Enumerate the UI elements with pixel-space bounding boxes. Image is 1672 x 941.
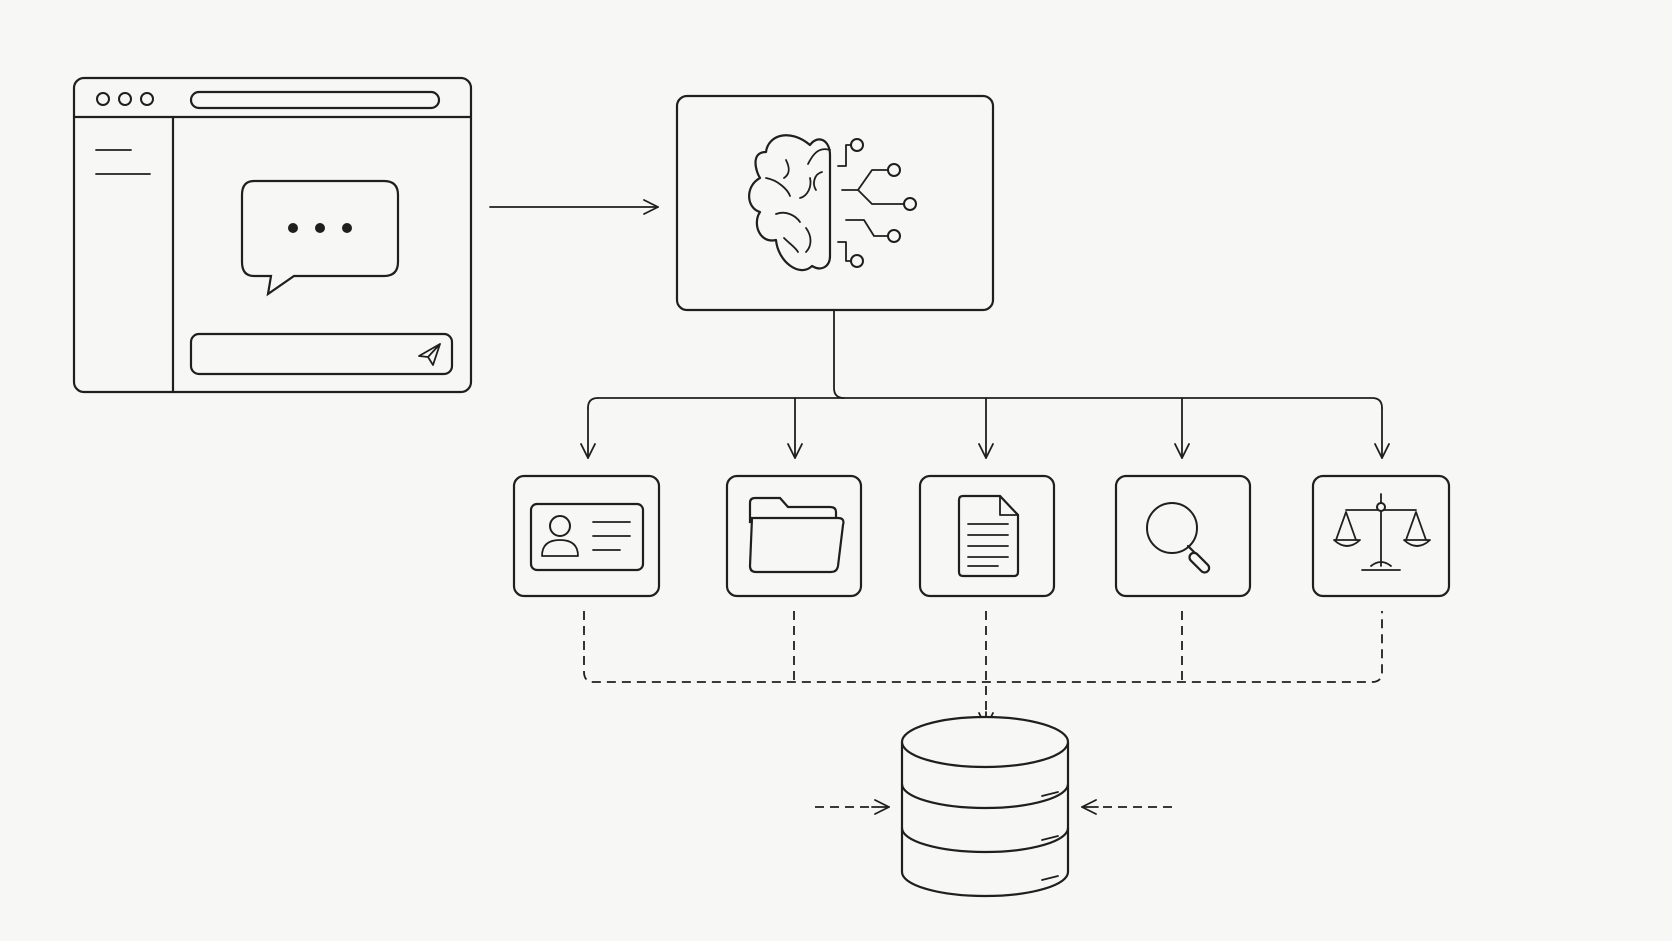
- chat-window: [72, 76, 473, 394]
- distribution-connectors: [580, 309, 1390, 459]
- scales-of-justice-icon: [1333, 493, 1431, 571]
- document-icon: [957, 494, 1020, 578]
- folder-icon: [748, 496, 845, 574]
- ai-engine-node: [675, 94, 995, 312]
- brain-circuit-icon: [748, 134, 917, 272]
- source-id-card: [512, 474, 661, 598]
- source-scales: [1311, 474, 1451, 598]
- source-document: [918, 474, 1056, 598]
- message-input[interactable]: [189, 332, 454, 376]
- send-icon[interactable]: [418, 343, 441, 366]
- sidebar-menu-icon: [95, 149, 151, 175]
- source-search: [1114, 474, 1252, 598]
- source-folder: [725, 474, 863, 598]
- address-bar[interactable]: [189, 90, 441, 110]
- speech-bubble-typing-icon: [240, 179, 400, 297]
- database-icon: [900, 715, 1070, 898]
- id-card-icon: [529, 502, 645, 572]
- window-dots-icon: [96, 92, 154, 106]
- merge-connectors: [583, 611, 1383, 728]
- magnifier-icon: [1146, 502, 1211, 574]
- database-node: [815, 715, 1172, 898]
